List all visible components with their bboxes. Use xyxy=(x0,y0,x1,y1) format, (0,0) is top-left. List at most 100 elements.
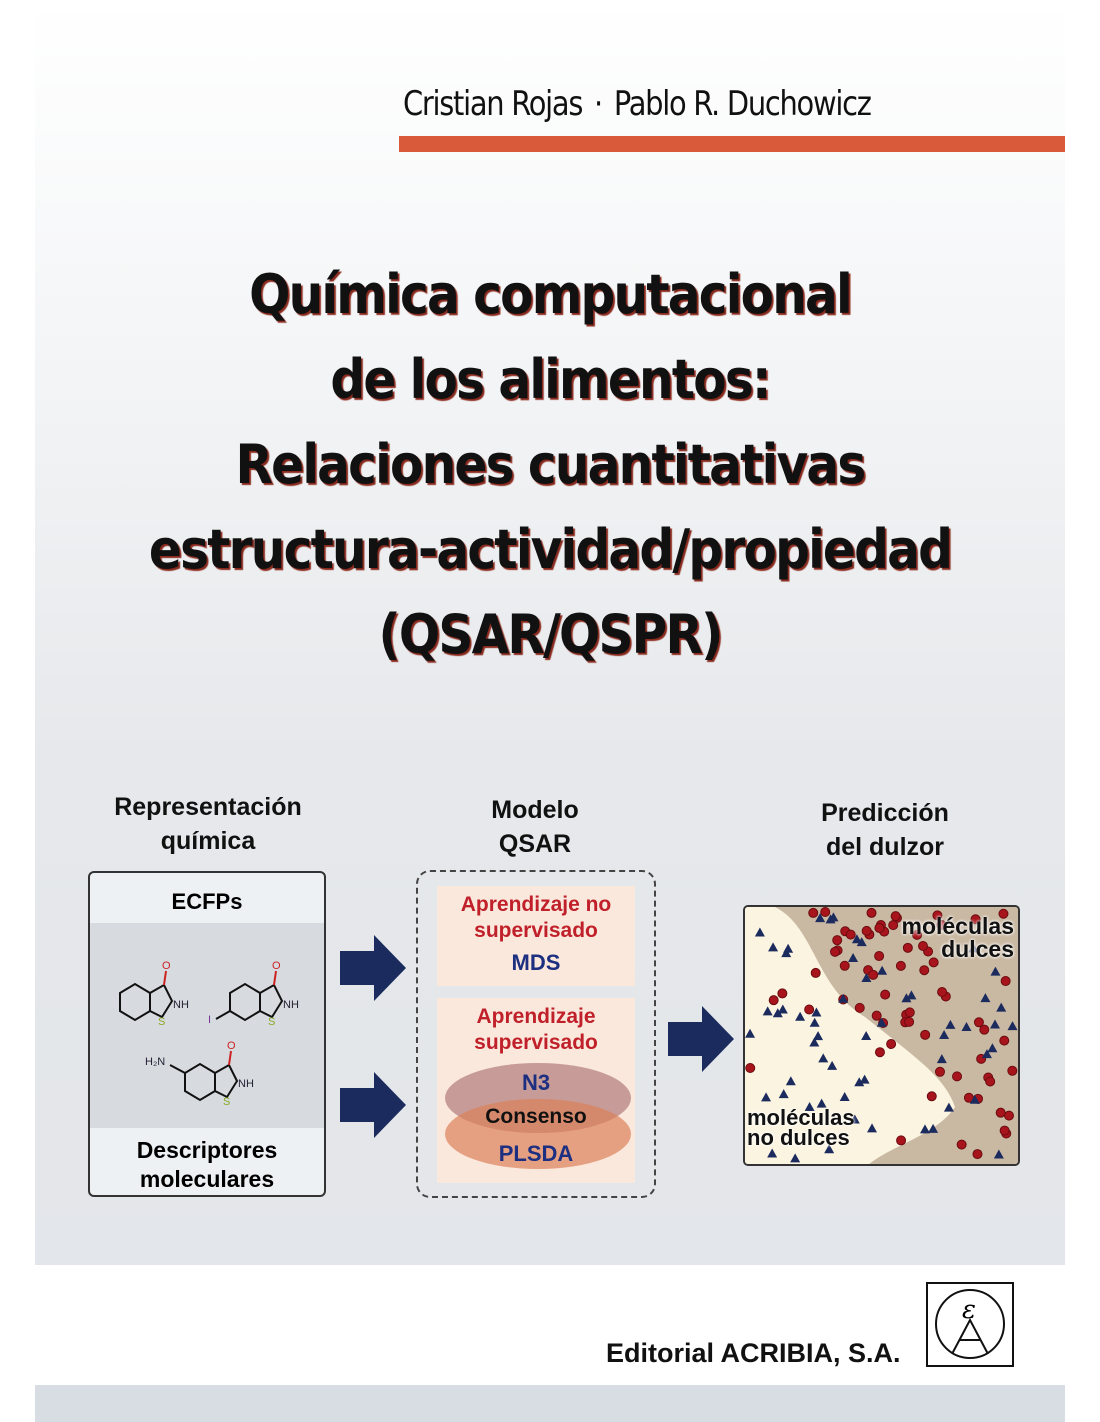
non-sweet-molecule-point xyxy=(777,1004,788,1014)
sweet-molecule-point xyxy=(871,1010,882,1021)
label-line: Aprendizaje no xyxy=(460,893,612,916)
nh-label: NH xyxy=(238,1078,254,1090)
o-label: O xyxy=(272,960,281,972)
sweet-molecule-point xyxy=(952,1071,963,1082)
o-label: O xyxy=(227,1040,236,1052)
sweet-molecule-point xyxy=(874,923,885,934)
title-line: (QSAR/QSPR) xyxy=(378,603,723,666)
sweet-molecule-point xyxy=(970,914,981,925)
s-label: S xyxy=(223,1096,230,1108)
sweet-molecule-point xyxy=(928,957,939,968)
s-label: S xyxy=(268,1016,275,1028)
sweet-molecule-point xyxy=(866,907,877,918)
sweet-molecule-point xyxy=(904,1016,915,1027)
sweet-molecule-point xyxy=(854,1002,865,1013)
nh-label: NH xyxy=(173,999,189,1011)
sweet-molecule-point xyxy=(995,1107,1006,1118)
non-sweet-molecule-point xyxy=(928,1123,939,1133)
non-sweet-molecule-point xyxy=(993,1149,1004,1159)
non-sweet-molecule-point xyxy=(745,1028,756,1038)
plsda-label: PLSDA xyxy=(498,1141,574,1166)
sweet-molecule-point xyxy=(926,1091,937,1102)
o-label: O xyxy=(162,960,171,972)
sweet-molecule-point xyxy=(902,942,913,953)
publisher-logo: ε xyxy=(926,1282,1014,1367)
molecules-area: NH NH NH O O O S S S I H₂N xyxy=(90,923,324,1128)
non-sweet-molecule-point xyxy=(877,965,888,975)
sweet-molecule-point xyxy=(868,969,879,980)
label-line: Aprendizaje xyxy=(476,1005,596,1028)
sweet-molecule-point xyxy=(919,965,930,976)
non-sweet-molecule-point xyxy=(901,993,912,1003)
consensus-label: Consenso xyxy=(485,1105,587,1128)
non-sweet-molecule-point xyxy=(969,1094,980,1104)
author-1: Cristian Rojas xyxy=(403,84,583,124)
label-line: química xyxy=(160,827,256,855)
publisher-band xyxy=(35,1265,1065,1385)
non-sweet-molecule-point xyxy=(761,1092,772,1102)
non-sweet-molecule-point xyxy=(936,1054,947,1064)
non-sweet-molecule-point xyxy=(767,1148,778,1158)
non-sweet-molecule-point xyxy=(815,913,826,923)
label-line: dulces xyxy=(941,936,1014,962)
label-line: Representación xyxy=(114,793,302,821)
sweet-molecule-point xyxy=(888,920,899,931)
non-sweet-molecule-point xyxy=(943,1102,954,1112)
sweet-molecule-point xyxy=(973,1017,984,1028)
non-sweet-region xyxy=(745,907,955,1164)
sweet-molecule-point xyxy=(777,988,788,999)
sweet-molecule-point xyxy=(880,989,891,1000)
publisher-name: Editorial ACRIBIA, S.A. xyxy=(606,1338,901,1368)
non-sweet-molecule-point xyxy=(795,1011,806,1021)
label-line: Predicción xyxy=(821,799,949,827)
non-sweet-molecule-point xyxy=(818,1053,829,1063)
non-sweet-molecule-point xyxy=(990,1019,1001,1029)
sweet-molecule-point xyxy=(934,1066,945,1077)
label-line: moléculas xyxy=(901,913,1015,939)
non-sweet-molecule-point xyxy=(785,1076,796,1086)
author-separator: · xyxy=(594,84,603,124)
label-line: QSAR xyxy=(498,830,572,858)
sweet-molecule-point xyxy=(904,1007,915,1018)
non-sweet-molecule-point xyxy=(980,993,991,1003)
non-sweet-molecule-point xyxy=(856,937,867,947)
sweet-molecule-point xyxy=(999,1035,1010,1046)
non-sweet-molecule-point xyxy=(987,1043,998,1053)
sweet-molecule-point xyxy=(874,1047,885,1058)
molecule-structures-icon: NH NH NH O O O S S S I H₂N xyxy=(119,960,299,1108)
non-sweet-molecule-point xyxy=(778,1089,789,1099)
non-sweet-molecule-point xyxy=(859,1074,870,1084)
non-sweet-molecule-point xyxy=(809,1017,820,1027)
sweet-molecule-point xyxy=(937,986,948,997)
sweet-molecule-point xyxy=(920,1029,931,1040)
sweet-molecule-point xyxy=(768,995,779,1006)
non-sweet-molecule-point xyxy=(813,1031,824,1041)
sweet-molecule-point xyxy=(985,1076,996,1087)
mds-label: MDS xyxy=(511,950,561,975)
sweet-molecule-point xyxy=(861,925,872,936)
non-sweet-molecule-point xyxy=(762,1006,773,1016)
book-title: Química computacional de los alimentos: … xyxy=(35,252,1065,677)
label-line: Descriptores xyxy=(136,1137,278,1163)
non-sweet-molecule-point xyxy=(961,1022,972,1032)
sweet-molecule-point xyxy=(890,911,901,922)
label-line: supervisado xyxy=(474,1031,598,1054)
non-sweet-molecule-point xyxy=(854,1077,865,1087)
acribia-logo-icon: ε xyxy=(935,1289,1005,1359)
non-sweet-molecule-point xyxy=(968,943,979,953)
ecfps-label: ECFPs xyxy=(171,889,243,914)
unsupervised-panel: Aprendizaje no supervisado MDS xyxy=(437,886,635,986)
non-sweet-molecule-point xyxy=(945,1019,956,1029)
non-sweet-molecule-point xyxy=(839,1091,850,1101)
sweet-molecule-point xyxy=(972,1149,983,1160)
sweet-molecule-point xyxy=(936,919,947,930)
non-sweet-molecule-point xyxy=(1007,1021,1018,1031)
label-line: supervisado xyxy=(474,919,598,942)
label-line: moléculas xyxy=(747,1105,855,1130)
label-line: no dulces xyxy=(747,1125,850,1150)
non-sweet-molecule-point xyxy=(849,1114,860,1124)
sweet-molecule-point xyxy=(912,929,923,940)
non-sweet-molecule-point xyxy=(828,912,839,922)
